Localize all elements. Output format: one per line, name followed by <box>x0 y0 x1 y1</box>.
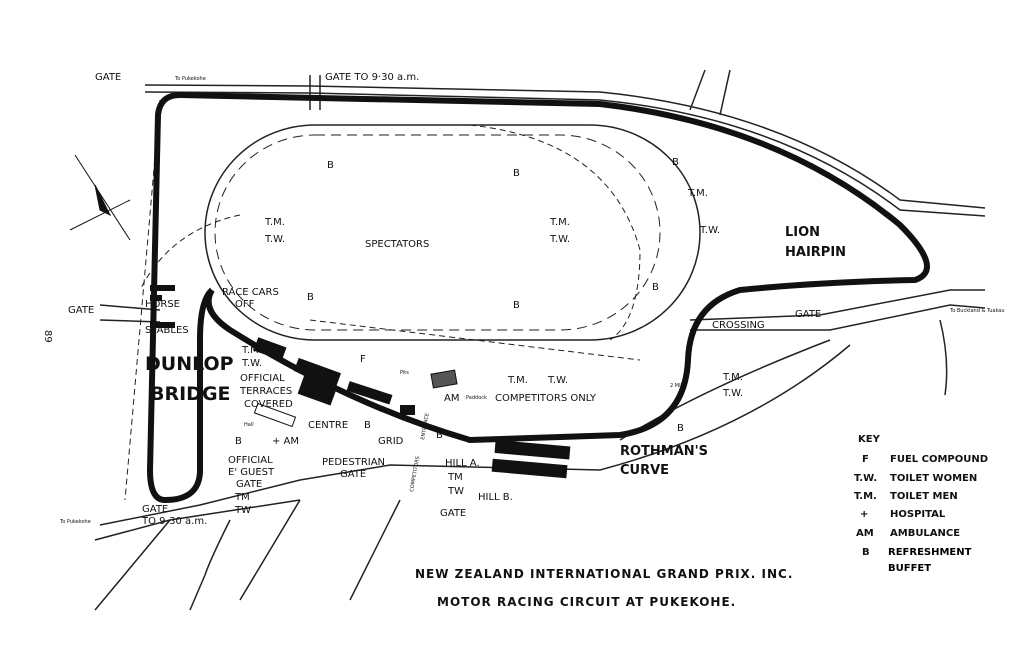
buffet-label: B <box>652 282 659 293</box>
entrance-label: ENTRANCE <box>420 413 431 441</box>
paths-dashed <box>124 99 641 501</box>
road-label: To Pukekohe <box>174 76 206 82</box>
fuel-label: F <box>360 354 366 365</box>
buffet-label: B <box>436 430 443 441</box>
dunlop-bridge-label: DUNLOP <box>145 353 234 375</box>
ambulance-label: + AM <box>272 436 299 447</box>
key-code: T.W. <box>854 473 877 484</box>
pedestrian-gate-label: PEDESTRIAN <box>322 457 385 468</box>
gate-label: GATE <box>440 508 466 519</box>
buffet-label: B <box>327 160 334 171</box>
terraces-label: TERRACES <box>239 386 292 397</box>
road-label: To Pukekohe <box>59 519 91 525</box>
gate-label: GATE <box>68 305 94 316</box>
spectators-label: SPECTATORS <box>365 239 429 250</box>
key-text: TOILET WOMEN <box>890 473 977 484</box>
race-cars-off-label: RACE CARS <box>222 287 279 298</box>
tm-label: T.M. <box>241 345 262 356</box>
race-track <box>147 92 930 503</box>
tm-label: TM <box>447 472 463 483</box>
inner-oval <box>214 134 661 331</box>
gate-label: GATE <box>795 309 821 320</box>
key-text: REFRESHMENT BUFFET <box>888 547 972 574</box>
paddock-label: Paddock <box>466 395 487 401</box>
race-cars-off-label: OFF <box>235 299 255 310</box>
terraces-label: OFFICIAL <box>240 373 285 384</box>
pits-label: Pits <box>400 370 409 376</box>
gate-label: GATE <box>95 72 121 83</box>
key-code: + <box>860 509 868 520</box>
tm-label: T.M. <box>264 217 285 228</box>
trotting-oval <box>204 124 701 341</box>
horse-stables-label: STABLES <box>145 325 189 336</box>
centre-label: CENTRE <box>308 420 348 431</box>
hall-label: Hall <box>244 422 254 428</box>
pedestrian-gate-label: GATE <box>340 469 366 480</box>
key-text: AMBULANCE <box>890 528 960 539</box>
official-guest-gate-label: E' GUEST <box>228 467 275 478</box>
map-title: NEW ZEALAND INTERNATIONAL GRAND PRIX. IN… <box>415 567 793 581</box>
competitors-only-label: COMPETITORS ONLY <box>495 393 597 404</box>
road-label: To Buckland & Tuakau <box>949 308 1005 314</box>
grid-label: GRID <box>378 436 404 447</box>
buildings <box>150 285 571 479</box>
buffet-label: B <box>513 300 520 311</box>
tm-label: T.M. <box>722 372 743 383</box>
key-code: B <box>862 547 870 558</box>
crossing-label: CROSSING <box>712 320 765 331</box>
tw-label: T.W. <box>547 375 568 386</box>
tw-label: T.W. <box>722 388 743 399</box>
terraces-label: COVERED <box>244 399 293 410</box>
key-text: HOSPITAL <box>890 509 946 520</box>
gate-label: TO 9-30 a.m. <box>141 516 207 527</box>
lion-hairpin-label: LION <box>785 225 820 240</box>
page-number: 89 <box>42 330 53 343</box>
buffet-label: B <box>672 157 679 168</box>
roads <box>94 69 986 611</box>
tw-label: TW <box>447 486 464 497</box>
hill-a-label: HILL A. <box>445 458 480 469</box>
hall <box>253 402 297 428</box>
tw-label: T.W. <box>699 225 720 236</box>
tm-label: T.M. <box>549 217 570 228</box>
key-heading: KEY <box>858 434 881 445</box>
key-code: T.M. <box>854 491 877 502</box>
tw-label: TW <box>234 505 251 516</box>
ambulance-label: AM <box>444 393 459 404</box>
dunlop-bridge-label: BRIDGE <box>150 383 231 405</box>
mile-label: 2 MILE <box>670 383 687 389</box>
tw-label: T.W. <box>241 358 262 369</box>
buffet-label: B <box>677 423 684 434</box>
map-subtitle: MOTOR RACING CIRCUIT AT PUKEKOHE. <box>437 595 736 609</box>
gate-label: GATE TO 9·30 a.m. <box>325 72 419 83</box>
chequered-flag-icon <box>430 369 458 389</box>
official-guest-gate-label: OFFICIAL <box>228 455 273 466</box>
tm-label: TM <box>234 492 250 503</box>
tw-label: T.W. <box>264 234 285 245</box>
key-code: F <box>862 454 869 465</box>
tw-label: T.W. <box>549 234 570 245</box>
official-guest-gate-label: GATE <box>236 479 262 490</box>
horse-stables-label: HORSE <box>145 299 180 310</box>
key-code: AM <box>856 528 874 539</box>
buffet-label: B <box>235 436 242 447</box>
tm-label: T.M. <box>687 188 708 199</box>
rothmans-curve-label: CURVE <box>620 463 669 478</box>
tm-label: T.M. <box>507 375 528 386</box>
key-text: TOILET MEN <box>890 491 958 502</box>
gate-label: GATE <box>142 504 168 515</box>
competitors-label: COMPETITORS <box>409 456 421 493</box>
buffet-label: B <box>364 420 371 431</box>
hill-b-label: HILL B. <box>478 492 513 503</box>
key-text: FUEL COMPOUND <box>890 454 988 465</box>
north-arrow-icon <box>69 154 131 241</box>
buffet-label: B <box>307 292 314 303</box>
buffet-label: B <box>513 168 520 179</box>
rothmans-curve-label: ROTHMAN'S <box>620 444 708 459</box>
lion-hairpin-label: HAIRPIN <box>785 245 846 260</box>
